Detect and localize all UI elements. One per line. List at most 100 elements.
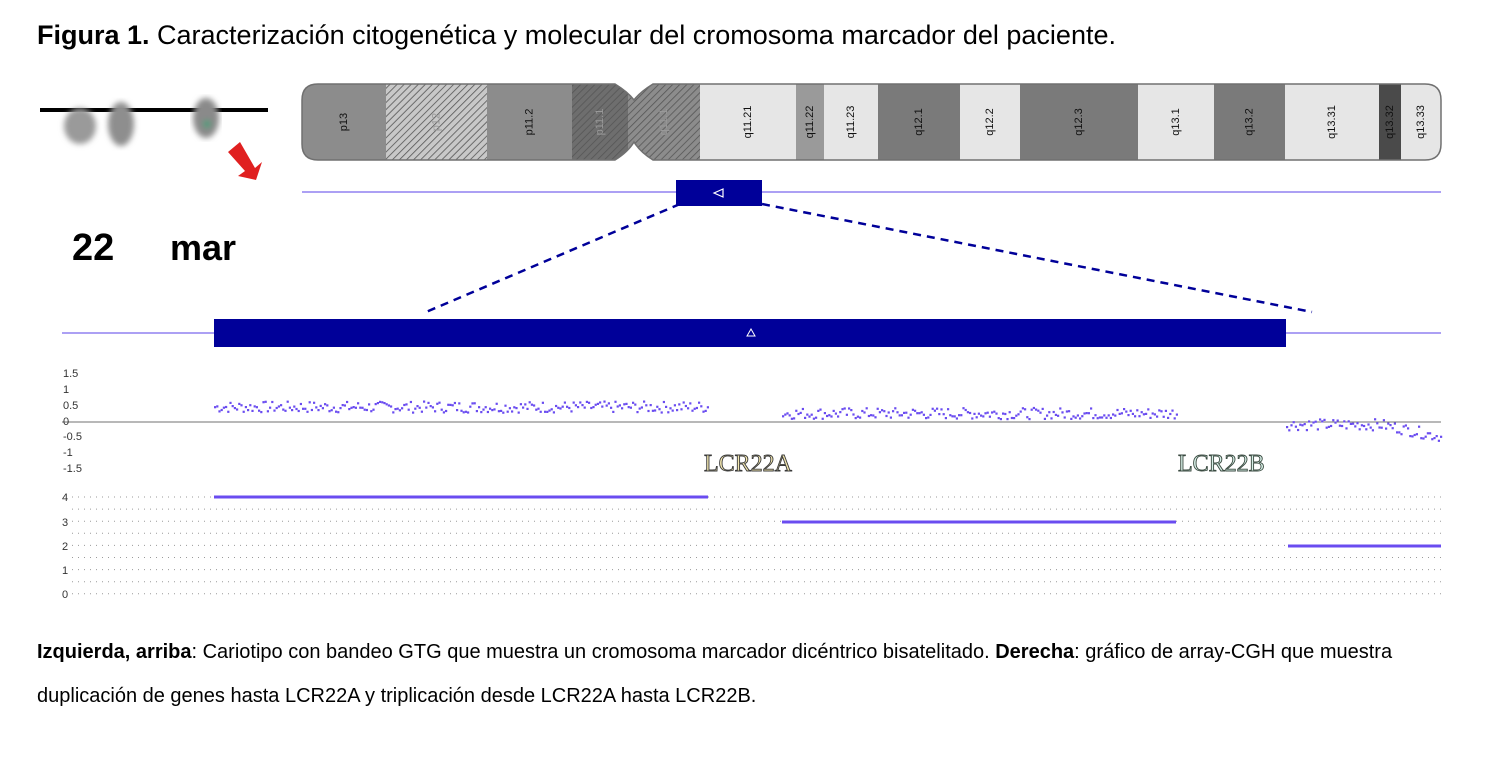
log2-point bbox=[438, 401, 441, 404]
log2-point bbox=[381, 401, 384, 404]
log2-point bbox=[291, 409, 294, 412]
log2-point bbox=[236, 408, 239, 411]
log2-point bbox=[218, 410, 221, 413]
log2-point bbox=[1325, 426, 1328, 429]
log2-point bbox=[357, 402, 360, 405]
log2-point bbox=[460, 409, 463, 412]
log2-point bbox=[1136, 409, 1139, 412]
copy-tick-label: 3 bbox=[62, 517, 68, 529]
log2-point bbox=[337, 411, 340, 414]
log2-point bbox=[469, 405, 472, 408]
log2-tick-label: 1.5 bbox=[63, 368, 78, 380]
log2-point bbox=[1039, 411, 1042, 414]
copy-tick-label: 2 bbox=[62, 541, 68, 553]
log2-point bbox=[414, 407, 417, 410]
log2-point bbox=[447, 403, 450, 406]
log2-point bbox=[1431, 438, 1434, 441]
log2-point bbox=[577, 406, 580, 409]
log2-point bbox=[1404, 424, 1407, 427]
log2-point bbox=[1107, 414, 1110, 417]
log2-point bbox=[601, 405, 604, 408]
log2-point bbox=[434, 410, 437, 413]
log2-point bbox=[1008, 411, 1011, 414]
log2-point bbox=[442, 411, 445, 414]
band-p11-2 bbox=[487, 84, 572, 160]
log2-point bbox=[585, 400, 588, 403]
log2-point bbox=[960, 414, 963, 417]
log2-point bbox=[1323, 418, 1326, 421]
log2-point bbox=[1354, 425, 1357, 428]
log2-point bbox=[229, 401, 232, 404]
label-marker: mar bbox=[170, 227, 236, 268]
band-p13 bbox=[302, 84, 386, 160]
log2-point bbox=[227, 410, 230, 413]
log2-point bbox=[826, 414, 829, 418]
log2-point bbox=[638, 407, 641, 410]
copy-tick-label: 0 bbox=[62, 589, 68, 601]
band-hatch bbox=[386, 84, 487, 160]
log2-tick-label: 0 bbox=[63, 416, 69, 428]
log2-point bbox=[1376, 422, 1379, 425]
log2-point bbox=[431, 406, 434, 409]
log2-point bbox=[530, 403, 533, 406]
log2-point bbox=[889, 416, 892, 419]
selected-region[interactable] bbox=[676, 180, 762, 206]
log2-point bbox=[458, 402, 461, 405]
log2-point bbox=[277, 405, 280, 408]
log2-point bbox=[922, 413, 925, 416]
log2-point bbox=[907, 416, 910, 419]
log2-point bbox=[299, 402, 302, 406]
log2-point bbox=[1048, 411, 1051, 414]
caption-right-text: : gráfico de array-CGH que muestra dupli… bbox=[37, 641, 1393, 707]
log2-point bbox=[1301, 424, 1304, 427]
log2-point bbox=[1021, 407, 1024, 410]
log2-point bbox=[464, 410, 467, 413]
log2-point bbox=[372, 408, 375, 411]
log2-point bbox=[903, 411, 906, 414]
log2-point bbox=[894, 407, 897, 410]
log2-point bbox=[346, 400, 349, 404]
karyotype-image bbox=[40, 98, 268, 180]
log2-point bbox=[425, 406, 428, 409]
copy-number-segments bbox=[214, 495, 1441, 548]
log2-point bbox=[1380, 426, 1383, 429]
log2-point bbox=[878, 411, 881, 414]
log2-point bbox=[1292, 421, 1295, 424]
caption-left-text: : Cariotipo con bandeo GTG que muestra u… bbox=[191, 641, 996, 663]
log2-point bbox=[700, 405, 703, 408]
log2-point bbox=[313, 401, 316, 404]
log2-point bbox=[486, 410, 489, 414]
log2-point bbox=[216, 405, 219, 408]
log2-point bbox=[418, 406, 421, 409]
zoomed-region[interactable] bbox=[214, 319, 1286, 347]
log2-point bbox=[1347, 420, 1350, 423]
band-q13-33 bbox=[1401, 84, 1441, 160]
log2-point bbox=[387, 404, 390, 407]
log2-point bbox=[1327, 425, 1330, 428]
log2-point bbox=[504, 404, 507, 407]
log2-point bbox=[368, 403, 371, 406]
log2-point bbox=[658, 408, 661, 411]
log2-point bbox=[925, 417, 928, 420]
log2-point bbox=[1131, 412, 1134, 415]
log2-point bbox=[269, 406, 272, 409]
log2-point bbox=[1074, 416, 1077, 419]
log2-tick-label: -1 bbox=[63, 447, 73, 459]
log2-point bbox=[1054, 413, 1057, 416]
zoom-line-right bbox=[761, 202, 1313, 314]
log2-point bbox=[1032, 406, 1035, 410]
log2-point bbox=[1043, 417, 1046, 420]
figure-title-prefix: Figura 1. bbox=[37, 20, 150, 50]
log2-point bbox=[282, 408, 285, 411]
log2-point bbox=[947, 408, 950, 411]
band-q12-2 bbox=[960, 84, 1020, 160]
log2-point bbox=[1175, 413, 1178, 416]
log2-point bbox=[302, 407, 305, 410]
log2-point bbox=[793, 417, 796, 420]
log2-point bbox=[900, 414, 903, 417]
log2-point bbox=[1402, 425, 1405, 428]
log2-point bbox=[233, 407, 236, 410]
log2-point bbox=[662, 400, 665, 404]
log2-point bbox=[1046, 414, 1049, 417]
log2-point bbox=[332, 406, 335, 409]
